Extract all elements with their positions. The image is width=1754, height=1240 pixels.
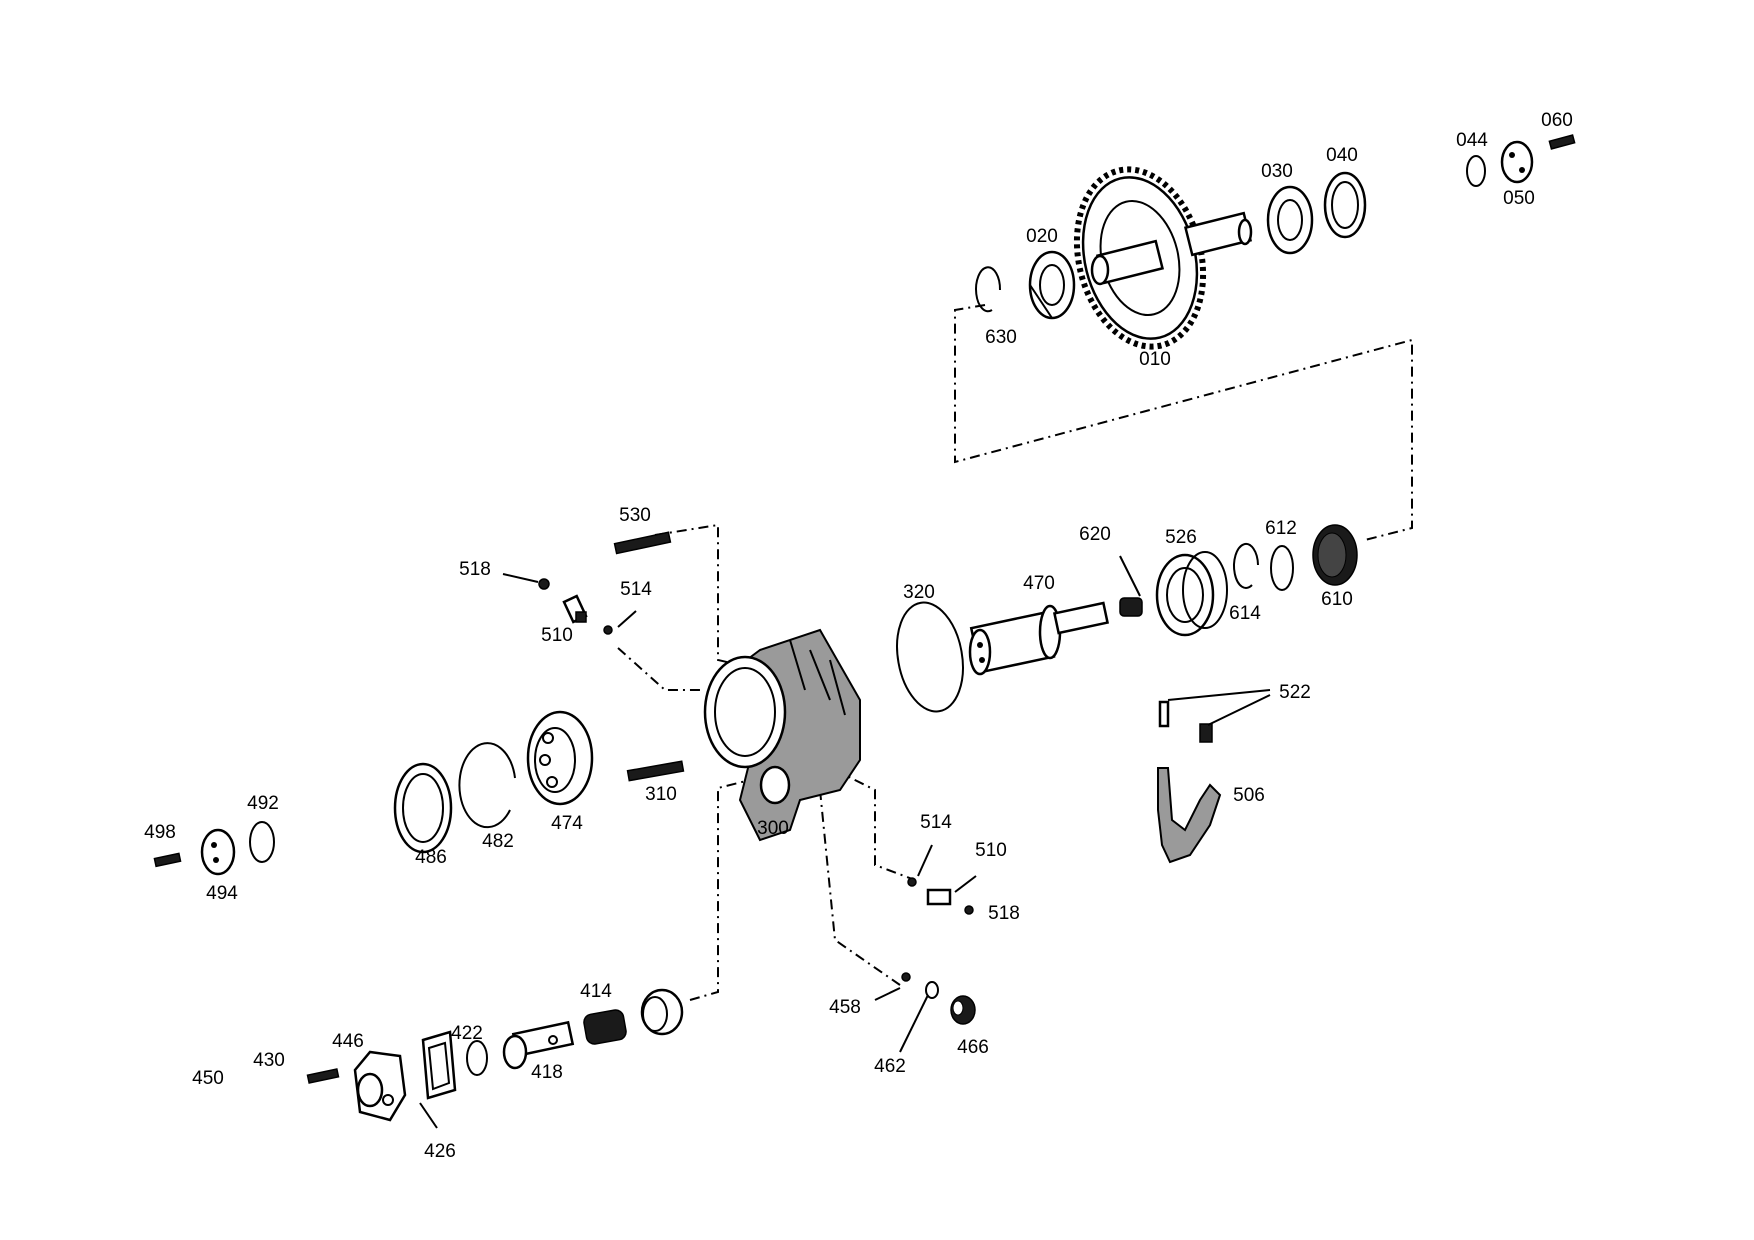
housing-300 [703,628,861,842]
label-486: 486 [415,847,447,868]
label-482: 482 [482,831,514,852]
label-530: 530 [619,505,651,526]
cover-446 [353,1050,407,1122]
label-050: 050 [1503,188,1535,209]
seal-040 [1323,171,1367,239]
ring-044 [1466,155,1486,187]
label-450: 450 [192,1068,224,1089]
ring-492 [249,821,275,863]
label-320: 320 [903,582,935,603]
pins-522 [1158,689,1271,743]
spring-620 [1119,597,1143,617]
label-446: 446 [332,1031,364,1052]
fitting-510-upper [562,594,588,624]
plug-458 [901,972,911,982]
seal-486 [393,762,453,854]
bolt-530 [613,531,672,555]
ring-462 [925,981,939,999]
seal-514-upper [603,625,613,635]
screw-060 [1548,134,1576,150]
label-630: 630 [985,327,1017,348]
spring-414 [583,1009,627,1045]
gear-610 [1312,524,1358,586]
plate-050 [1500,140,1534,184]
label-522: 522 [1279,682,1311,703]
label-518-lower: 518 [988,903,1020,924]
screw-498 [153,852,182,868]
label-430: 430 [253,1050,285,1071]
shift-fork-506 [1157,767,1222,864]
label-514-upper: 514 [620,579,652,600]
shaft-470 [968,601,1110,676]
snap-ring-614 [1233,542,1259,589]
ring-422 [466,1040,488,1076]
o-ring-320 [896,601,964,713]
label-310: 310 [645,784,677,805]
bearing-030 [1266,185,1314,255]
label-060: 060 [1541,110,1573,131]
screw-430 [306,1068,340,1084]
sleeve-414-end [640,988,684,1036]
piston-418 [502,1020,575,1070]
label-510-lower: 510 [975,840,1007,861]
label-030: 030 [1261,161,1293,182]
label-474: 474 [551,813,583,834]
label-510-upper: 510 [541,625,573,646]
label-526: 526 [1165,527,1197,548]
label-458: 458 [829,997,861,1018]
label-020: 020 [1026,226,1058,247]
label-pointer-lines [419,555,1141,1129]
label-514-lower: 514 [920,812,952,833]
label-492: 492 [247,793,279,814]
label-418: 418 [531,1062,563,1083]
part-number-labels: 010 020 030 040 044 050 060 630 530 518 … [144,110,1573,1162]
ring-612 [1270,545,1294,591]
label-506: 506 [1233,785,1265,806]
fitting-510-lower [926,888,952,906]
label-462: 462 [874,1056,906,1077]
plug-518-lower [964,905,974,915]
bolt-310 [626,760,685,782]
label-300: 300 [757,818,789,839]
label-620: 620 [1079,524,1111,545]
label-610: 610 [1321,589,1353,610]
nut-466 [950,995,976,1025]
label-494: 494 [206,883,238,904]
plate-494 [200,828,236,876]
bearing-474 [526,710,594,806]
assembly-leader-lines [617,304,1413,1001]
label-470: 470 [1023,573,1055,594]
bearing-526 [1155,551,1228,637]
label-612: 612 [1265,518,1297,539]
label-422: 422 [451,1023,483,1044]
label-466: 466 [957,1037,989,1058]
gear-shaft-010 [1073,166,1253,350]
label-010: 010 [1139,349,1171,370]
gasket-426 [421,1030,457,1100]
label-044: 044 [1456,130,1488,151]
label-614: 614 [1229,603,1261,624]
snap-ring-630 [975,266,1002,313]
label-498: 498 [144,822,176,843]
seal-514-lower [907,877,917,887]
plug-518-upper [538,578,550,590]
snap-ring-482 [458,742,516,829]
label-426: 426 [424,1141,456,1162]
bearing-020 [1028,250,1076,320]
label-518-upper: 518 [459,559,491,580]
label-040: 040 [1326,145,1358,166]
label-414: 414 [580,981,612,1002]
